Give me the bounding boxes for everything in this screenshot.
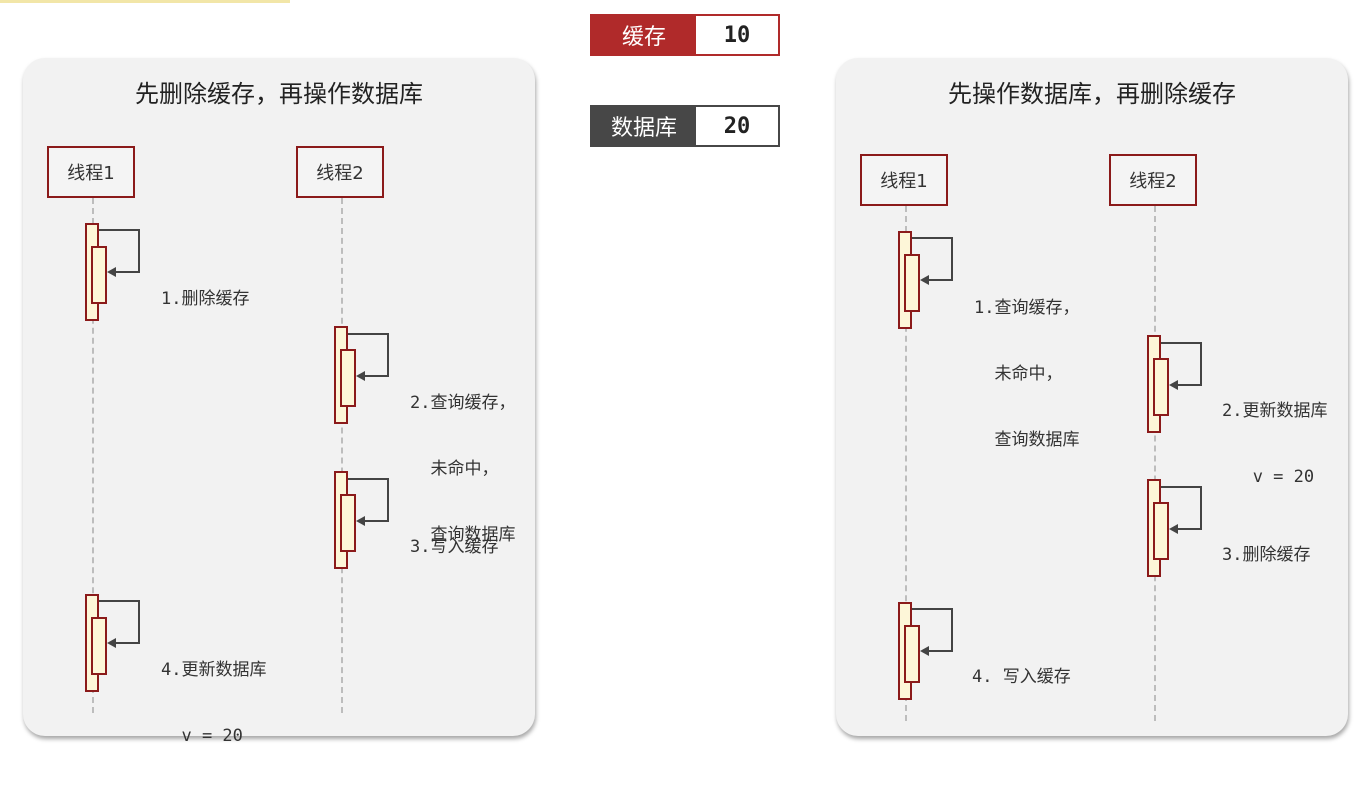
step-label: 2.查询缓存， 未命中， 查询数据库 — [410, 348, 515, 590]
panel-title: 先操作数据库，再删除缓存 — [948, 80, 1236, 108]
step-label: 3.写入缓存 — [410, 492, 498, 602]
activation-bar-inner — [1153, 358, 1169, 416]
step-label: 4. 写入缓存 — [972, 622, 1071, 732]
step-label: 2.更新数据库 v = 20 — [1222, 356, 1327, 532]
activation-bar-inner — [340, 349, 356, 407]
db-state: 数据库 20 — [590, 105, 780, 147]
self-call-arrow — [99, 229, 140, 277]
activation-bar-inner — [340, 494, 356, 552]
panel-title: 先删除缓存，再操作数据库 — [135, 80, 423, 108]
step-line: 3.写入缓存 — [410, 537, 499, 557]
cache-value: 10 — [696, 16, 778, 54]
step-line: 4.更新数据库 — [161, 660, 267, 680]
top-strip — [0, 0, 290, 3]
step-line: v = 20 — [1222, 467, 1315, 487]
step-line: 未命中， — [974, 364, 1063, 384]
activation-bar-inner — [904, 625, 920, 683]
right-sequence-panel: 先操作数据库，再删除缓存 线程1 线程2 1.查询缓存， 未命中， 查询数据库 … — [836, 58, 1348, 736]
thread2-lifeline — [1154, 206, 1156, 721]
activation-bar-inner — [904, 254, 920, 312]
thread1-box: 线程1 — [47, 146, 135, 198]
step-line: 查询数据库 — [974, 430, 1080, 450]
step-label: 1.删除缓存 — [161, 244, 249, 354]
self-call-arrow — [912, 608, 953, 656]
thread2-lifeline — [341, 198, 343, 713]
step-line: 2.更新数据库 — [1222, 401, 1328, 421]
step-label: 1.查询缓存， 未命中， 查询数据库 — [974, 253, 1079, 495]
thread1-lifeline — [905, 206, 907, 721]
thread1-box: 线程1 — [860, 154, 948, 206]
activation-bar-inner — [91, 246, 107, 304]
step-line: 3.删除缓存 — [1222, 545, 1311, 565]
step-label: 3.删除缓存 — [1222, 500, 1310, 610]
step-line: 2.查询缓存， — [410, 393, 516, 413]
left-sequence-panel: 先删除缓存，再操作数据库 线程1 线程2 1.删除缓存 2.查询缓存， 未命中，… — [23, 58, 535, 746]
self-call-arrow — [1161, 342, 1202, 390]
activation-bar-inner — [91, 617, 107, 675]
db-value: 20 — [696, 107, 778, 145]
self-call-arrow — [99, 600, 140, 648]
step-line: v = 20 — [161, 726, 243, 746]
thread2-box: 线程2 — [1109, 154, 1197, 206]
thread1-lifeline — [92, 198, 94, 713]
thread2-box: 线程2 — [296, 146, 384, 198]
cache-state: 缓存 10 — [590, 14, 780, 56]
self-call-arrow — [348, 478, 389, 526]
step-line: 未命中， — [410, 459, 499, 479]
db-label: 数据库 — [592, 107, 696, 145]
self-call-arrow — [1161, 486, 1202, 534]
step-line: 1.查询缓存， — [974, 298, 1080, 318]
cache-label: 缓存 — [592, 16, 696, 54]
step-line: 4. 写入缓存 — [972, 667, 1071, 687]
self-call-arrow — [912, 237, 953, 285]
step-line: 查询数据库 — [410, 525, 516, 545]
activation-bar-inner — [1153, 502, 1169, 560]
step-label: 4.更新数据库 v = 20 — [161, 615, 266, 791]
self-call-arrow — [348, 333, 389, 381]
step-line: 1.删除缓存 — [161, 289, 250, 309]
